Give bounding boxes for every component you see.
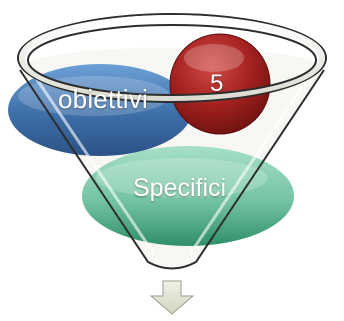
specific-ellipse-highlight — [96, 158, 268, 198]
objectives-label: obiettivi — [58, 84, 148, 114]
specific-ellipse — [82, 146, 294, 246]
number-sphere-highlight — [184, 44, 244, 72]
specific-label: Specifici — [133, 174, 227, 202]
number-sphere — [169, 33, 271, 135]
funnel-inner-line-right — [188, 77, 310, 255]
funnel-rim-band — [19, 15, 325, 101]
funnel-rim-inner — [27, 24, 317, 96]
funnel-rim-outer — [17, 13, 327, 103]
funnel-outline — [19, 69, 325, 270]
funnel-inner-line — [34, 77, 156, 255]
down-arrow-icon — [149, 280, 195, 315]
number-label: 5 — [210, 70, 224, 97]
